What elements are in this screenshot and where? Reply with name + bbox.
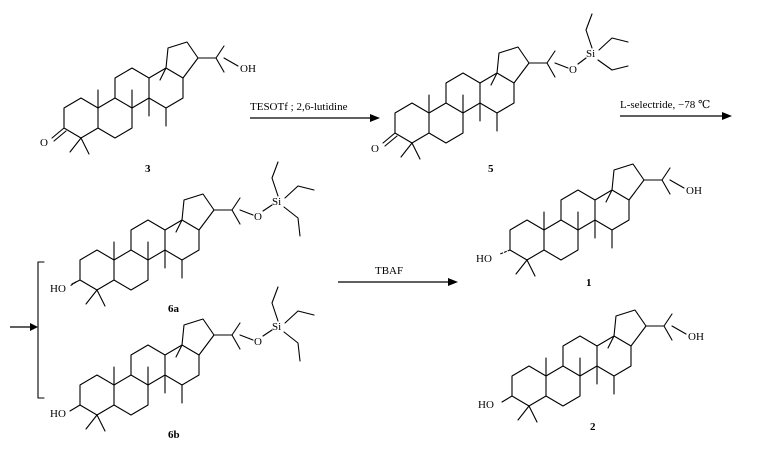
silicon-atom: Si [272,321,281,333]
hydroxyl-group: HO [50,283,66,295]
compound-6a: HO O Si 6a [50,161,315,315]
compound-label-6b: 6b [168,429,180,441]
reaction-arrow-3: TBAF [338,265,458,286]
hydroxyl-group: OH [240,63,256,75]
compound-1: HO OH 1 [476,163,702,289]
reaction-arrow-2: L-selectride, −78 ℃ [620,99,732,120]
silyl-ether-oxygen: O [254,211,262,223]
compound-2: HO OH 2 [478,309,704,433]
reagent-step2: L-selectride, −78 ℃ [620,99,710,111]
carbonyl-oxygen: O [371,143,379,155]
compound-label-5: 5 [488,163,494,175]
mixture-bracket [10,261,45,399]
compound-6b: HO O Si 6b [50,286,315,441]
compound-label-3: 3 [145,163,151,175]
compound-5: O O Si 5 [371,13,629,175]
silyl-ether-oxygen: O [254,336,262,348]
hydroxyl-group: HO [476,253,492,265]
compound-label-1: 1 [586,277,592,289]
silicon-atom: Si [586,48,595,60]
silyl-ether-oxygen: O [569,64,577,76]
hydroxyl-group: OH [686,185,702,197]
reaction-arrow-1: TESOTf ; 2,6-lutidine [250,101,380,122]
hydroxyl-group: HO [478,399,494,411]
compound-label-2: 2 [590,421,596,433]
reagent-step1: TESOTf ; 2,6-lutidine [250,101,348,113]
compound-label-6a: 6a [168,303,180,315]
silicon-atom: Si [272,196,281,208]
hydroxyl-group: OH [688,331,704,343]
reagent-step3: TBAF [375,265,403,277]
compound-3: O OH 3 [40,41,256,175]
hydroxyl-group: HO [50,408,66,420]
carbonyl-oxygen: O [40,137,48,149]
